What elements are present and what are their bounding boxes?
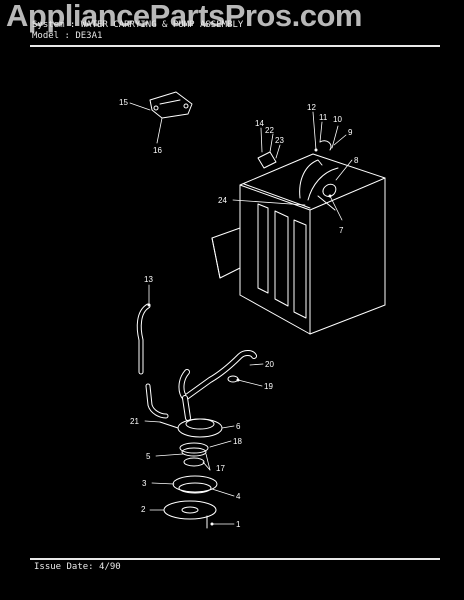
pump-hose [178,350,257,421]
hose-clamp [227,375,239,383]
callout-14: 14 [255,119,264,128]
callout-6: 6 [236,422,241,431]
callout-labels: 15 16 12 11 10 9 8 7 14 22 23 24 13 20 1… [119,98,359,529]
callout-11: 11 [319,113,328,122]
callout-13: 13 [144,275,153,284]
callout-12: 12 [307,103,316,112]
header-rule [30,45,440,47]
callout-leaders [129,102,353,525]
drain-hose [136,303,169,419]
callout-2: 2 [141,505,146,514]
cabinet [211,140,386,335]
callout-9: 9 [348,128,353,137]
callout-5: 5 [146,452,151,461]
callout-17: 17 [216,464,225,473]
callout-4: 4 [236,492,241,501]
callout-18: 18 [233,437,242,446]
system-title: System : WATER CARRYING & PUMP ASSEMBLY [32,20,244,30]
callout-20: 20 [265,360,274,369]
callout-21: 21 [130,417,139,426]
callout-19: 19 [264,382,273,391]
footer-rule [30,558,440,560]
callout-10: 10 [333,115,342,124]
callout-23: 23 [275,136,284,145]
callout-3: 3 [142,479,147,488]
issue-date: Issue Date: 4/90 [34,562,121,572]
pump-assembly [159,418,223,529]
callout-1: 1 [236,520,241,529]
callout-16: 16 [153,146,162,155]
bracket-part [149,91,193,119]
callout-15: 15 [119,98,128,107]
model-title: Model : DE3A1 [32,31,103,41]
callout-7: 7 [339,226,344,235]
callout-24: 24 [218,196,227,205]
callout-8: 8 [354,156,359,165]
callout-22: 22 [265,126,274,135]
